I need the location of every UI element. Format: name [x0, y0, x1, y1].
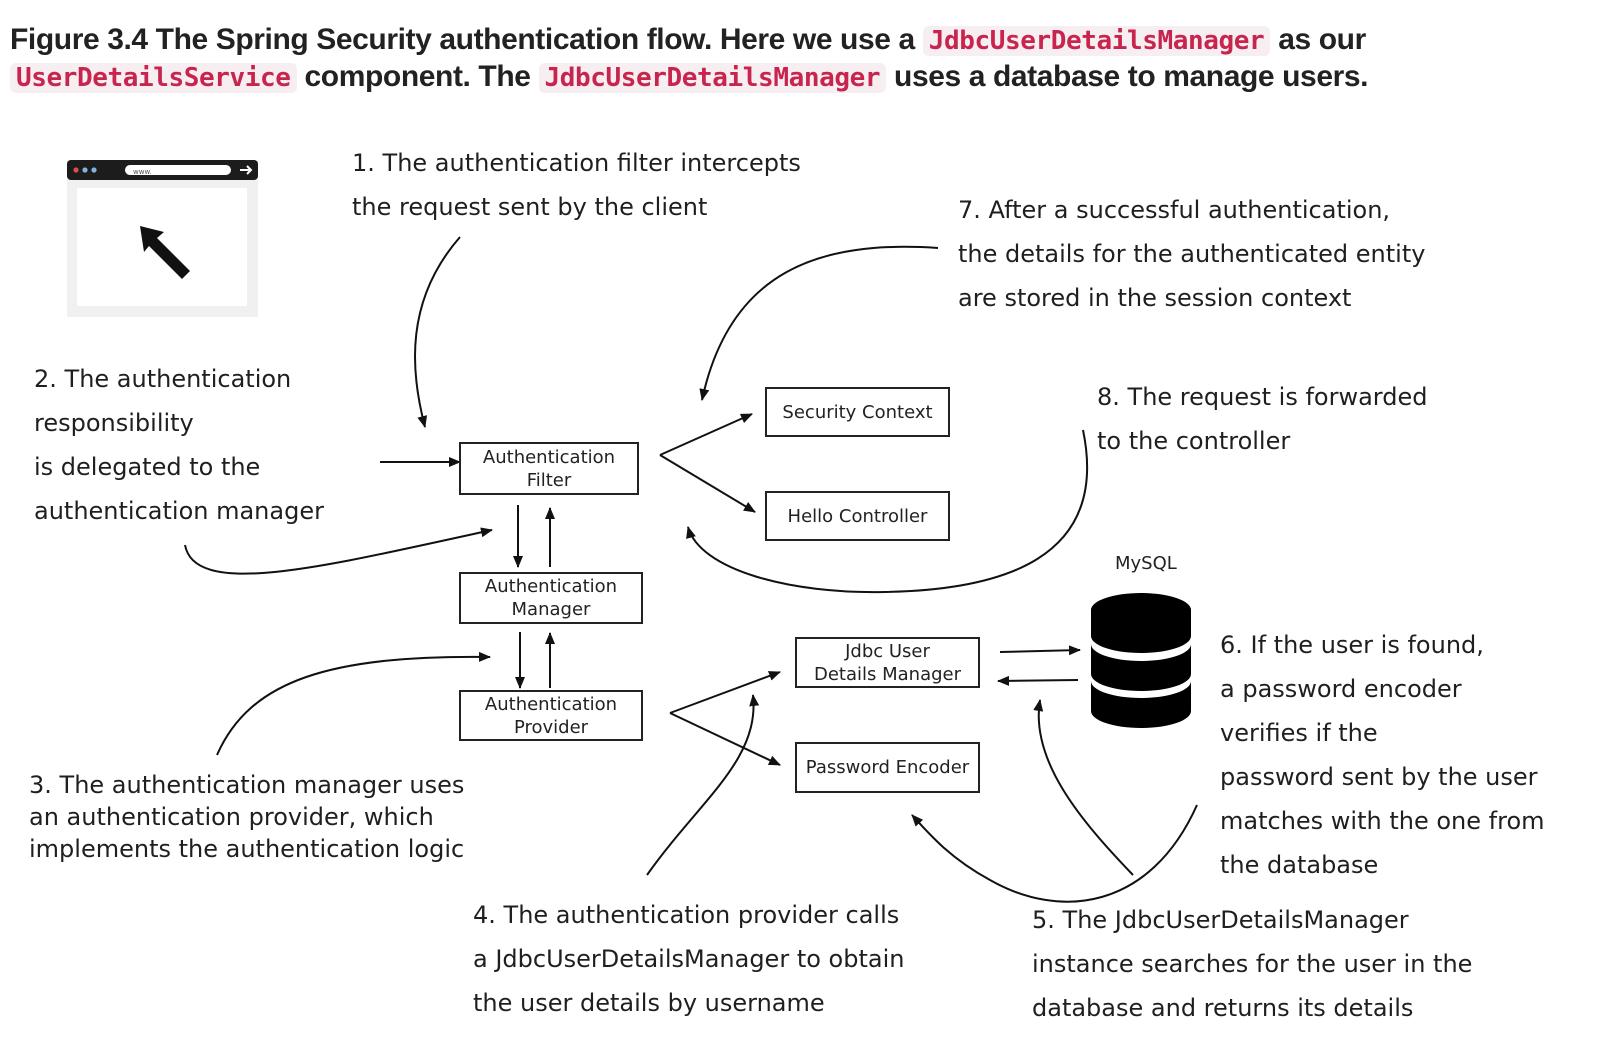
caption-code-jdbc-manager: JdbcUserDetailsManager [922, 26, 1271, 56]
step-1-text: 1. The authentication filter intercepts … [352, 141, 801, 229]
step-line: password sent by the user [1220, 763, 1538, 791]
step-line: implements the authentication logic [29, 835, 465, 863]
step-line: 1. The authentication filter intercepts [352, 149, 801, 177]
step-line: 8. The request is forwarded [1097, 383, 1428, 411]
step-line: 2. The authentication [34, 365, 292, 393]
arrow-step7 [699, 245, 939, 401]
step-line: instance searches for the user in the [1032, 950, 1473, 978]
arrow-jdbc-to-mysql [999, 645, 1081, 656]
figure-caption: Figure 3.4 The Spring Security authentic… [10, 22, 1600, 96]
step-line: verifies if the [1220, 719, 1378, 747]
caption-prefix: Figure 3.4 The Spring Security authentic… [10, 23, 915, 56]
arrow-filter-to-hello-controller [659, 454, 756, 513]
step-line: 7. After a successful authentication, [958, 196, 1391, 224]
step-line: a password encoder [1220, 675, 1462, 703]
step-line: 4. The authentication provider calls [473, 901, 900, 929]
browser-window-icon: www. [67, 160, 258, 317]
step-5-text: 5. The JdbcUserDetailsManager instance s… [1032, 898, 1472, 1030]
step-2-text: 2. The authentication responsibility is … [34, 357, 324, 533]
node-security-context: Security Context [765, 387, 950, 437]
step-line: a JdbcUserDetailsManager to obtain [473, 945, 905, 973]
step-4-text: 4. The authentication provider calls a J… [473, 893, 904, 1025]
caption-code-userdetailsservice: UserDetailsService [10, 63, 297, 93]
database-icon [1091, 593, 1191, 728]
arrow-provider-to-jdbc-manager [669, 671, 781, 714]
step-7-text: 7. After a successful authentication, th… [958, 188, 1425, 320]
arrow-mysql-to-jdbc [997, 675, 1079, 686]
caption-mid1: as our [1278, 23, 1366, 56]
cursor-icon [140, 226, 190, 279]
caption-mid2: component. The [304, 60, 531, 93]
arrow-step2 [184, 527, 493, 575]
node-label: Provider [513, 716, 589, 738]
node-password-encoder: Password Encoder [795, 742, 980, 793]
node-label: Filter [526, 469, 572, 491]
step-line: the database [1220, 851, 1379, 879]
node-label: Details Manager [813, 663, 962, 685]
step-line: 3. The authentication manager uses [29, 771, 465, 799]
step-3-text: 3. The authentication manager uses an au… [29, 769, 464, 865]
step-line: 6. If the user is found, [1220, 631, 1484, 659]
node-label: Authentication [482, 446, 616, 468]
node-label: Password Encoder [805, 757, 970, 778]
arrow-step5 [1033, 699, 1134, 876]
step-line: is delegated to the [34, 453, 261, 481]
arrow-step4 [646, 694, 760, 876]
browser-url-text: www. [133, 168, 152, 176]
step-line: 5. The JdbcUserDetailsManager [1032, 906, 1409, 934]
caption-suffix: uses a database to manage users. [894, 60, 1369, 93]
arrow-step1 [414, 236, 461, 428]
node-label: Manager [511, 599, 591, 620]
node-label: Hello Controller [787, 505, 928, 527]
arrow-provider-to-password-encoder [669, 712, 781, 766]
arrow-step6 [911, 804, 1198, 903]
caption-code-jdbc-manager-2: JdbcUserDetailsManager [538, 63, 887, 93]
step-line: are stored in the session context [958, 284, 1352, 312]
mysql-label: MySQL [1115, 553, 1177, 574]
step-line: responsibility [34, 409, 194, 437]
step-line: the details for the authenticated entity [958, 240, 1426, 268]
step-8-text: 8. The request is forwarded to the contr… [1097, 375, 1427, 463]
step-line: an authentication provider, which [29, 803, 434, 831]
arrow-step3 [216, 651, 491, 756]
node-label: Jdbc User [845, 640, 930, 662]
arrow-filter-to-security-context [659, 413, 753, 456]
step-line: authentication manager [34, 497, 324, 525]
arrow-step8 [686, 429, 1089, 594]
step-line: to the controller [1097, 427, 1291, 455]
step-line: the request sent by the client [352, 193, 708, 221]
node-label: Authentication [484, 693, 618, 715]
step-line: matches with the one from [1220, 807, 1545, 835]
node-label: Authentication [484, 576, 618, 597]
step-line: the user details by username [473, 989, 825, 1017]
node-hello-controller: Hello Controller [765, 491, 950, 541]
step-6-text: 6. If the user is found, a password enco… [1220, 623, 1545, 887]
step-line: database and returns its details [1032, 994, 1414, 1022]
node-label: Security Context [782, 401, 933, 423]
